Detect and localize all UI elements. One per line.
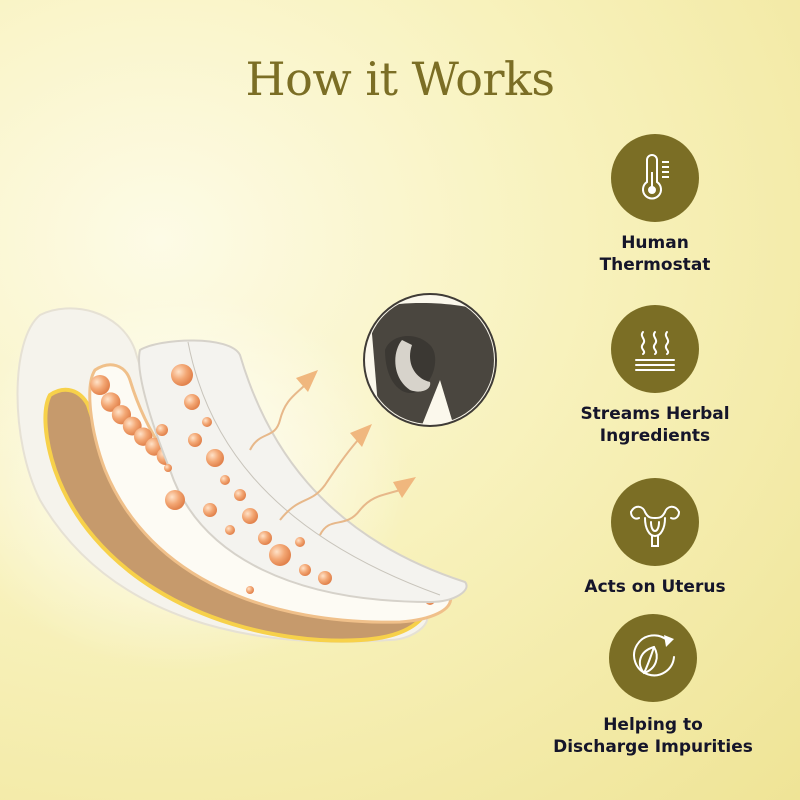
badge — [611, 305, 699, 393]
bead — [318, 571, 332, 585]
top-bead-cluster — [156, 364, 332, 594]
bead — [258, 531, 272, 545]
pad-illustration — [0, 290, 497, 670]
feature-label-line2: Thermostat — [599, 255, 711, 275]
feature-human-thermostat: Human Thermostat — [525, 134, 785, 276]
bead — [299, 564, 311, 576]
feature-label-line1: Human — [621, 233, 689, 253]
bead — [206, 449, 224, 467]
bead — [171, 364, 193, 386]
bead — [90, 375, 110, 395]
bead — [164, 464, 172, 472]
bead — [202, 417, 212, 427]
feature-label-line2: Discharge Impurities — [553, 737, 753, 757]
pad-bead-layer — [88, 363, 453, 624]
badge — [609, 614, 697, 702]
bead — [165, 490, 185, 510]
feature-label-line1: Acts on Uterus — [584, 577, 726, 597]
leaf-cycle-icon — [633, 634, 675, 677]
uterus-icon — [630, 505, 680, 547]
bead — [100, 392, 121, 412]
bead — [234, 489, 246, 501]
feature-label: Human Thermostat — [525, 232, 785, 276]
bead — [269, 544, 291, 566]
badge — [611, 478, 699, 566]
bead — [156, 424, 168, 436]
feature-acts-on-uterus: Acts on Uterus — [525, 478, 785, 598]
aroma-arrows — [249, 384, 401, 536]
bead — [203, 503, 217, 517]
page-title: How it Works — [245, 52, 555, 106]
feature-label-line2: Ingredients — [599, 426, 711, 446]
bead — [188, 433, 202, 447]
arrow-heads — [296, 370, 416, 498]
feature-label: Helping to Discharge Impurities — [523, 714, 783, 758]
feature-label: Acts on Uterus — [525, 576, 785, 598]
feature-streams-herbal: Streams Herbal Ingredients — [525, 305, 785, 447]
badge — [611, 134, 699, 222]
bead — [220, 475, 230, 485]
bloomer-inset — [363, 293, 497, 427]
heat-waves-icon — [635, 331, 675, 371]
feature-label-line1: Helping to — [603, 715, 703, 735]
feature-label-line1: Streams Herbal — [580, 404, 730, 424]
bead — [246, 586, 254, 594]
bead — [295, 537, 305, 547]
thermometer-icon — [642, 154, 669, 200]
feature-label: Streams Herbal Ingredients — [525, 403, 785, 447]
bead — [242, 508, 258, 524]
bead — [184, 394, 200, 410]
bead — [225, 525, 235, 535]
feature-discharge-impurities: Helping to Discharge Impurities — [523, 614, 783, 758]
